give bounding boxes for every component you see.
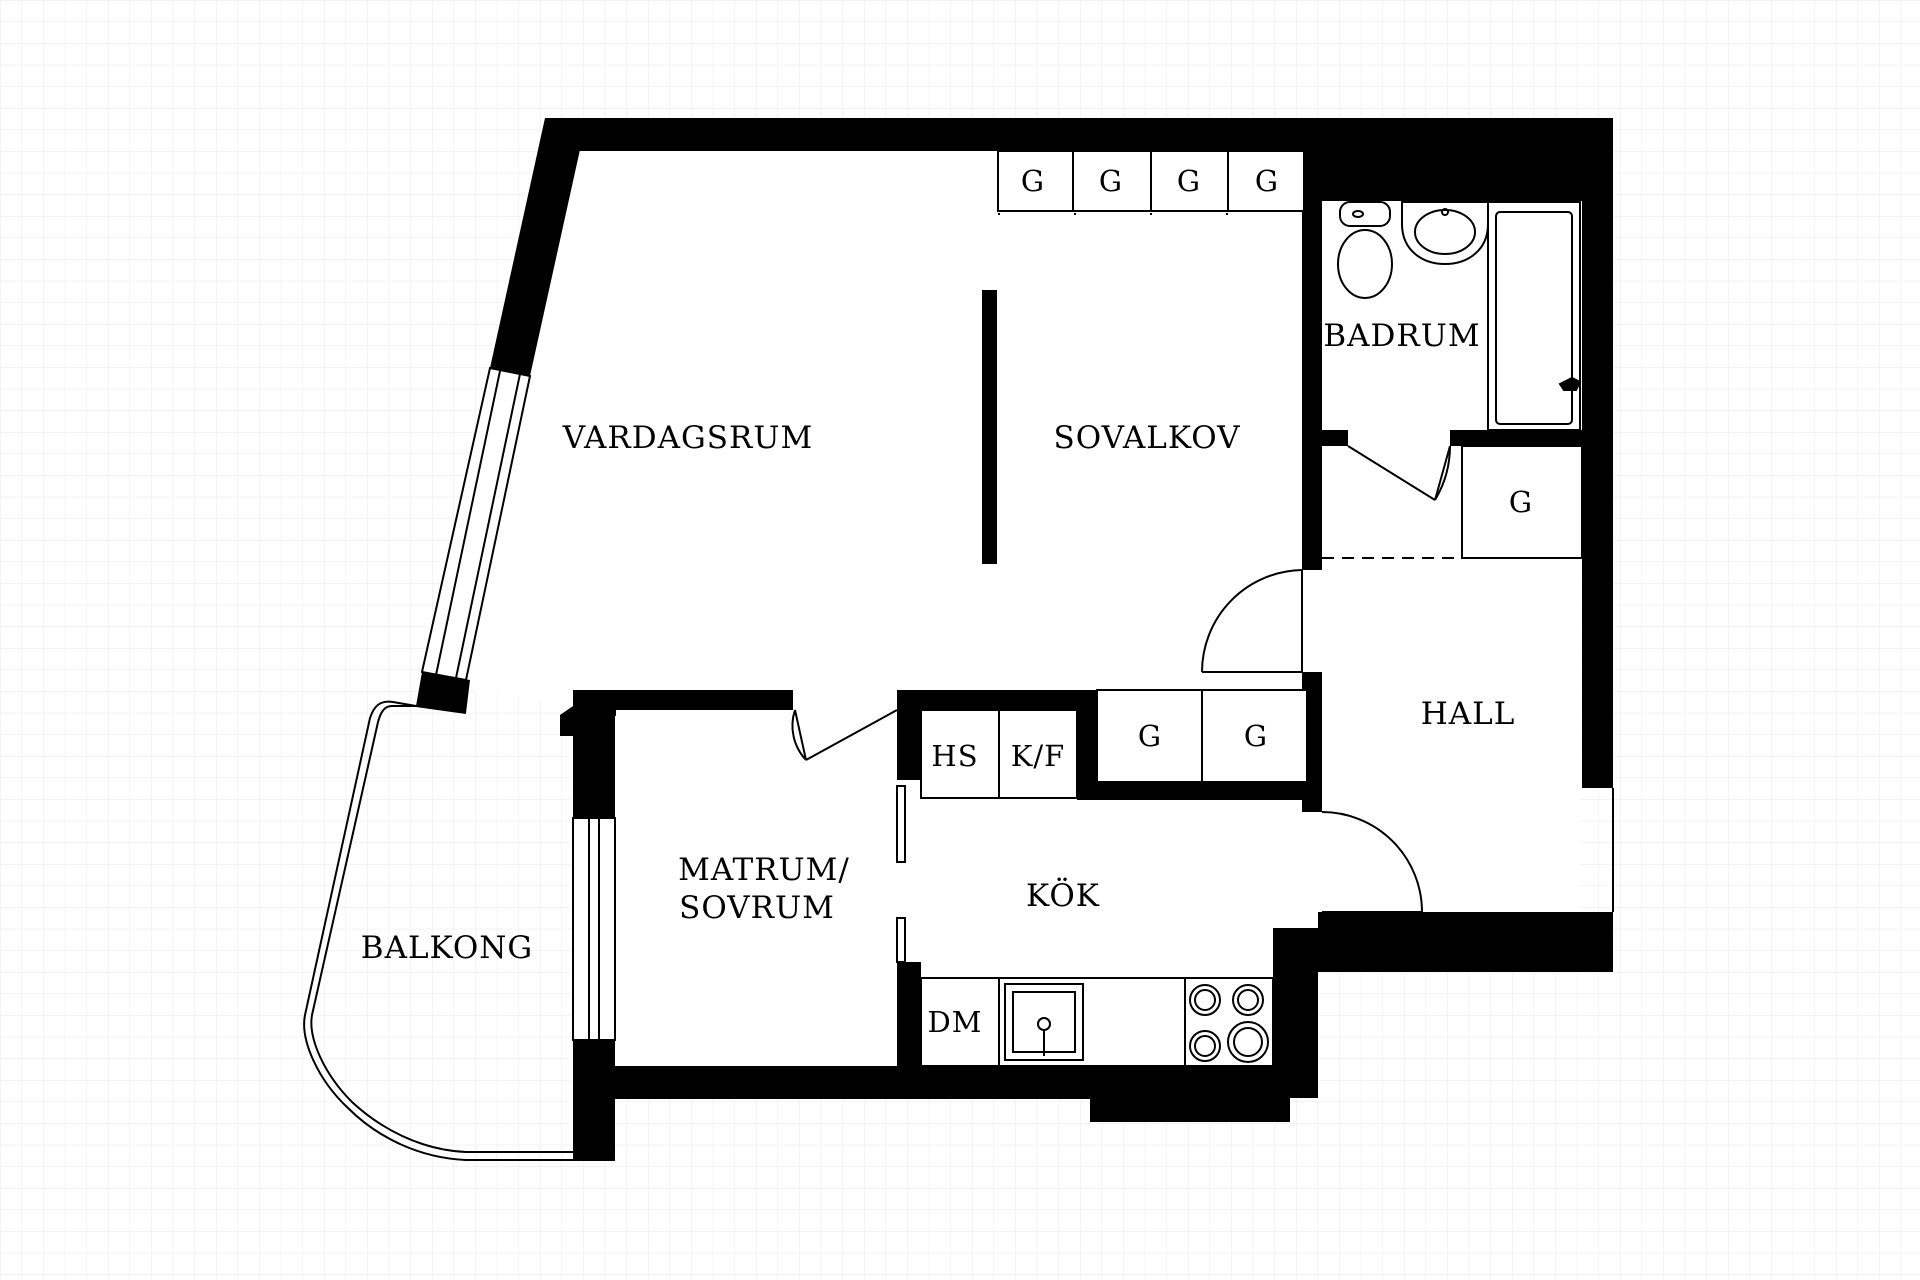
stove-icon <box>1189 984 1269 1063</box>
bathtub <box>1487 201 1581 431</box>
label-matrum-line1: MATRUM/ <box>678 852 850 888</box>
walls <box>416 118 1613 1161</box>
label-balkong: BALKONG <box>361 930 533 966</box>
bathroom-fixtures <box>1337 201 1582 431</box>
hs-label: HS <box>931 739 978 773</box>
wardrobe-label: G <box>1177 164 1201 198</box>
label-sovalkov: SOVALKOV <box>1054 420 1241 456</box>
label-matrum-line2: SOVRUM <box>679 890 835 926</box>
doors <box>791 445 1614 963</box>
wardrobes <box>997 150 1583 559</box>
wardrobe-label: G <box>1138 719 1162 753</box>
floor-area <box>466 150 1580 1098</box>
fixture-labels: G G G G G G G HS K/F DM <box>928 164 1533 1039</box>
kf-label: K/F <box>1011 739 1066 773</box>
toilet-tank <box>1339 201 1391 227</box>
label-vardagsrum: VARDAGSRUM <box>562 420 813 456</box>
room-labels: VARDAGSRUM SOVALKOV BADRUM HALL MATRUM/ … <box>361 318 1516 966</box>
wardrobe-label: G <box>1244 719 1268 753</box>
wardrobe-label: G <box>1099 164 1123 198</box>
dm-label: DM <box>928 1005 983 1039</box>
windows <box>420 366 616 1041</box>
toilet-bowl <box>1337 229 1393 299</box>
label-hall: HALL <box>1421 696 1516 732</box>
kitchen-fixtures <box>920 689 1308 1067</box>
label-kok: KÖK <box>1026 876 1100 914</box>
label-badrum: BADRUM <box>1323 318 1480 354</box>
wardrobe-label: G <box>1021 164 1045 198</box>
wardrobe-label: G <box>1255 164 1279 198</box>
wardrobe-label: G <box>1509 485 1533 519</box>
balcony <box>303 700 573 1161</box>
